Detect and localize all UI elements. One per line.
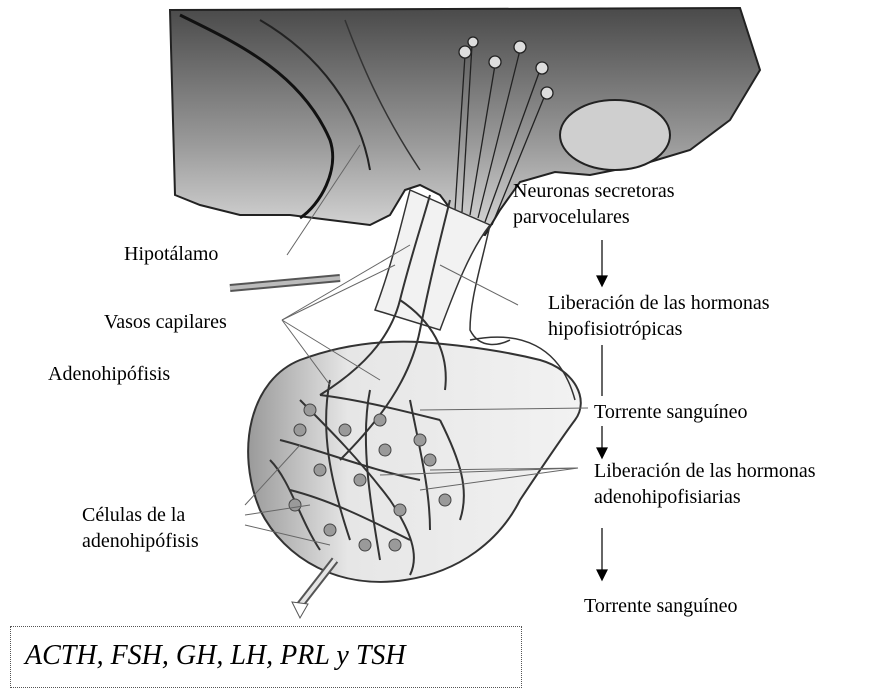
label-liberacion-hipo-line1: Liberación de las hormonas bbox=[548, 290, 770, 316]
label-liberacion-adeno-line2: adenohipofisiarias bbox=[594, 484, 816, 510]
label-neuronas-line1: Neuronas secretoras bbox=[513, 178, 675, 204]
label-torrente-2: Torrente sanguíneo bbox=[584, 594, 738, 618]
label-liberacion-adeno-line1: Liberación de las hormonas bbox=[594, 458, 816, 484]
label-liberacion-hipofisiotropicas: Liberación de las hormonas hipofisiotróp… bbox=[548, 290, 770, 342]
label-celulas-adenohipofisis: Células de la adenohipófisis bbox=[82, 502, 199, 554]
label-liberacion-hipo-line2: hipofisiotrópicas bbox=[548, 316, 770, 342]
label-celulas-line1: Células de la bbox=[82, 502, 199, 528]
hormones-list: ACTH, FSH, GH, LH, PRL y TSH bbox=[25, 640, 406, 672]
label-vasos-capilares: Vasos capilares bbox=[104, 310, 227, 334]
pituitary-gland bbox=[248, 342, 581, 582]
label-hipotalamo: Hipotálamo bbox=[124, 242, 218, 266]
label-celulas-line2: adenohipófisis bbox=[82, 528, 199, 554]
label-torrente-1: Torrente sanguíneo bbox=[594, 400, 748, 424]
label-adenohipofisis: Adenohipófisis bbox=[48, 362, 170, 386]
label-neuronas: Neuronas secretoras parvocelulares bbox=[513, 178, 675, 230]
hormones-box: ACTH, FSH, GH, LH, PRL y TSH bbox=[10, 626, 522, 688]
label-neuronas-line2: parvocelulares bbox=[513, 204, 675, 230]
label-liberacion-adenohipofisiarias: Liberación de las hormonas adenohipofisi… bbox=[594, 458, 816, 510]
